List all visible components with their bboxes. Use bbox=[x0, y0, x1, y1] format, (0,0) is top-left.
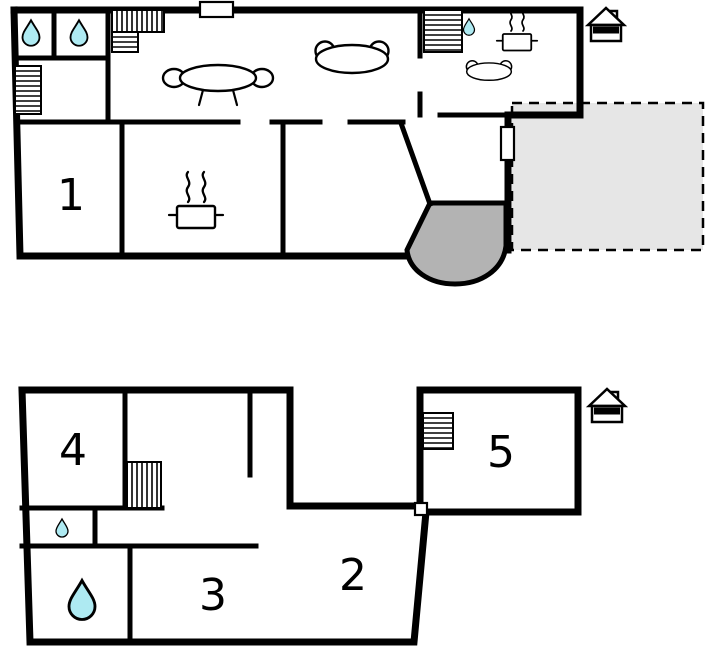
door-opening bbox=[413, 501, 429, 517]
lower-interior-walls bbox=[19, 387, 259, 645]
stair-hatch bbox=[112, 36, 138, 48]
stair-hatch bbox=[423, 417, 453, 449]
room-1-label: 1 bbox=[57, 170, 85, 221]
room-4-label: 4 bbox=[59, 425, 87, 476]
lower-outer-wall bbox=[18, 386, 582, 646]
stair-hatch bbox=[131, 462, 158, 508]
room-2-label: 2 bbox=[339, 550, 367, 601]
dining-table-icon bbox=[161, 63, 275, 107]
stove-icon bbox=[167, 170, 225, 230]
door-opening bbox=[499, 125, 516, 162]
water-drop-icon bbox=[69, 18, 89, 47]
stair-hatch bbox=[116, 10, 163, 32]
stair-hatch bbox=[15, 70, 41, 112]
sofa-icon-small bbox=[465, 60, 513, 82]
staircase-left-wall bbox=[14, 65, 42, 115]
staircase-lower-middle bbox=[126, 461, 162, 509]
water-drop-icon bbox=[462, 17, 476, 36]
water-drop-icon bbox=[21, 18, 41, 47]
water-drop-icon bbox=[55, 517, 69, 538]
staircase-room-5 bbox=[422, 412, 454, 450]
staircase-top-left bbox=[111, 9, 165, 53]
lower-floor: 4 3 2 5 bbox=[18, 386, 629, 646]
stair-hatch bbox=[424, 14, 462, 51]
window-opening bbox=[198, 0, 235, 19]
house-marker-icon bbox=[584, 6, 628, 43]
staircase-top-right bbox=[423, 9, 463, 53]
sofa-icon bbox=[314, 40, 390, 75]
entrance-porch bbox=[404, 200, 509, 287]
upper-floor: 1 bbox=[10, 0, 705, 287]
water-drop-large-icon bbox=[67, 577, 97, 621]
upper-interior-walls bbox=[12, 7, 511, 259]
house-marker-icon bbox=[585, 387, 629, 424]
terrace-area bbox=[510, 101, 705, 252]
room-3-label: 3 bbox=[199, 570, 227, 621]
stove-icon-small bbox=[495, 7, 539, 52]
room-5-label: 5 bbox=[487, 427, 515, 478]
